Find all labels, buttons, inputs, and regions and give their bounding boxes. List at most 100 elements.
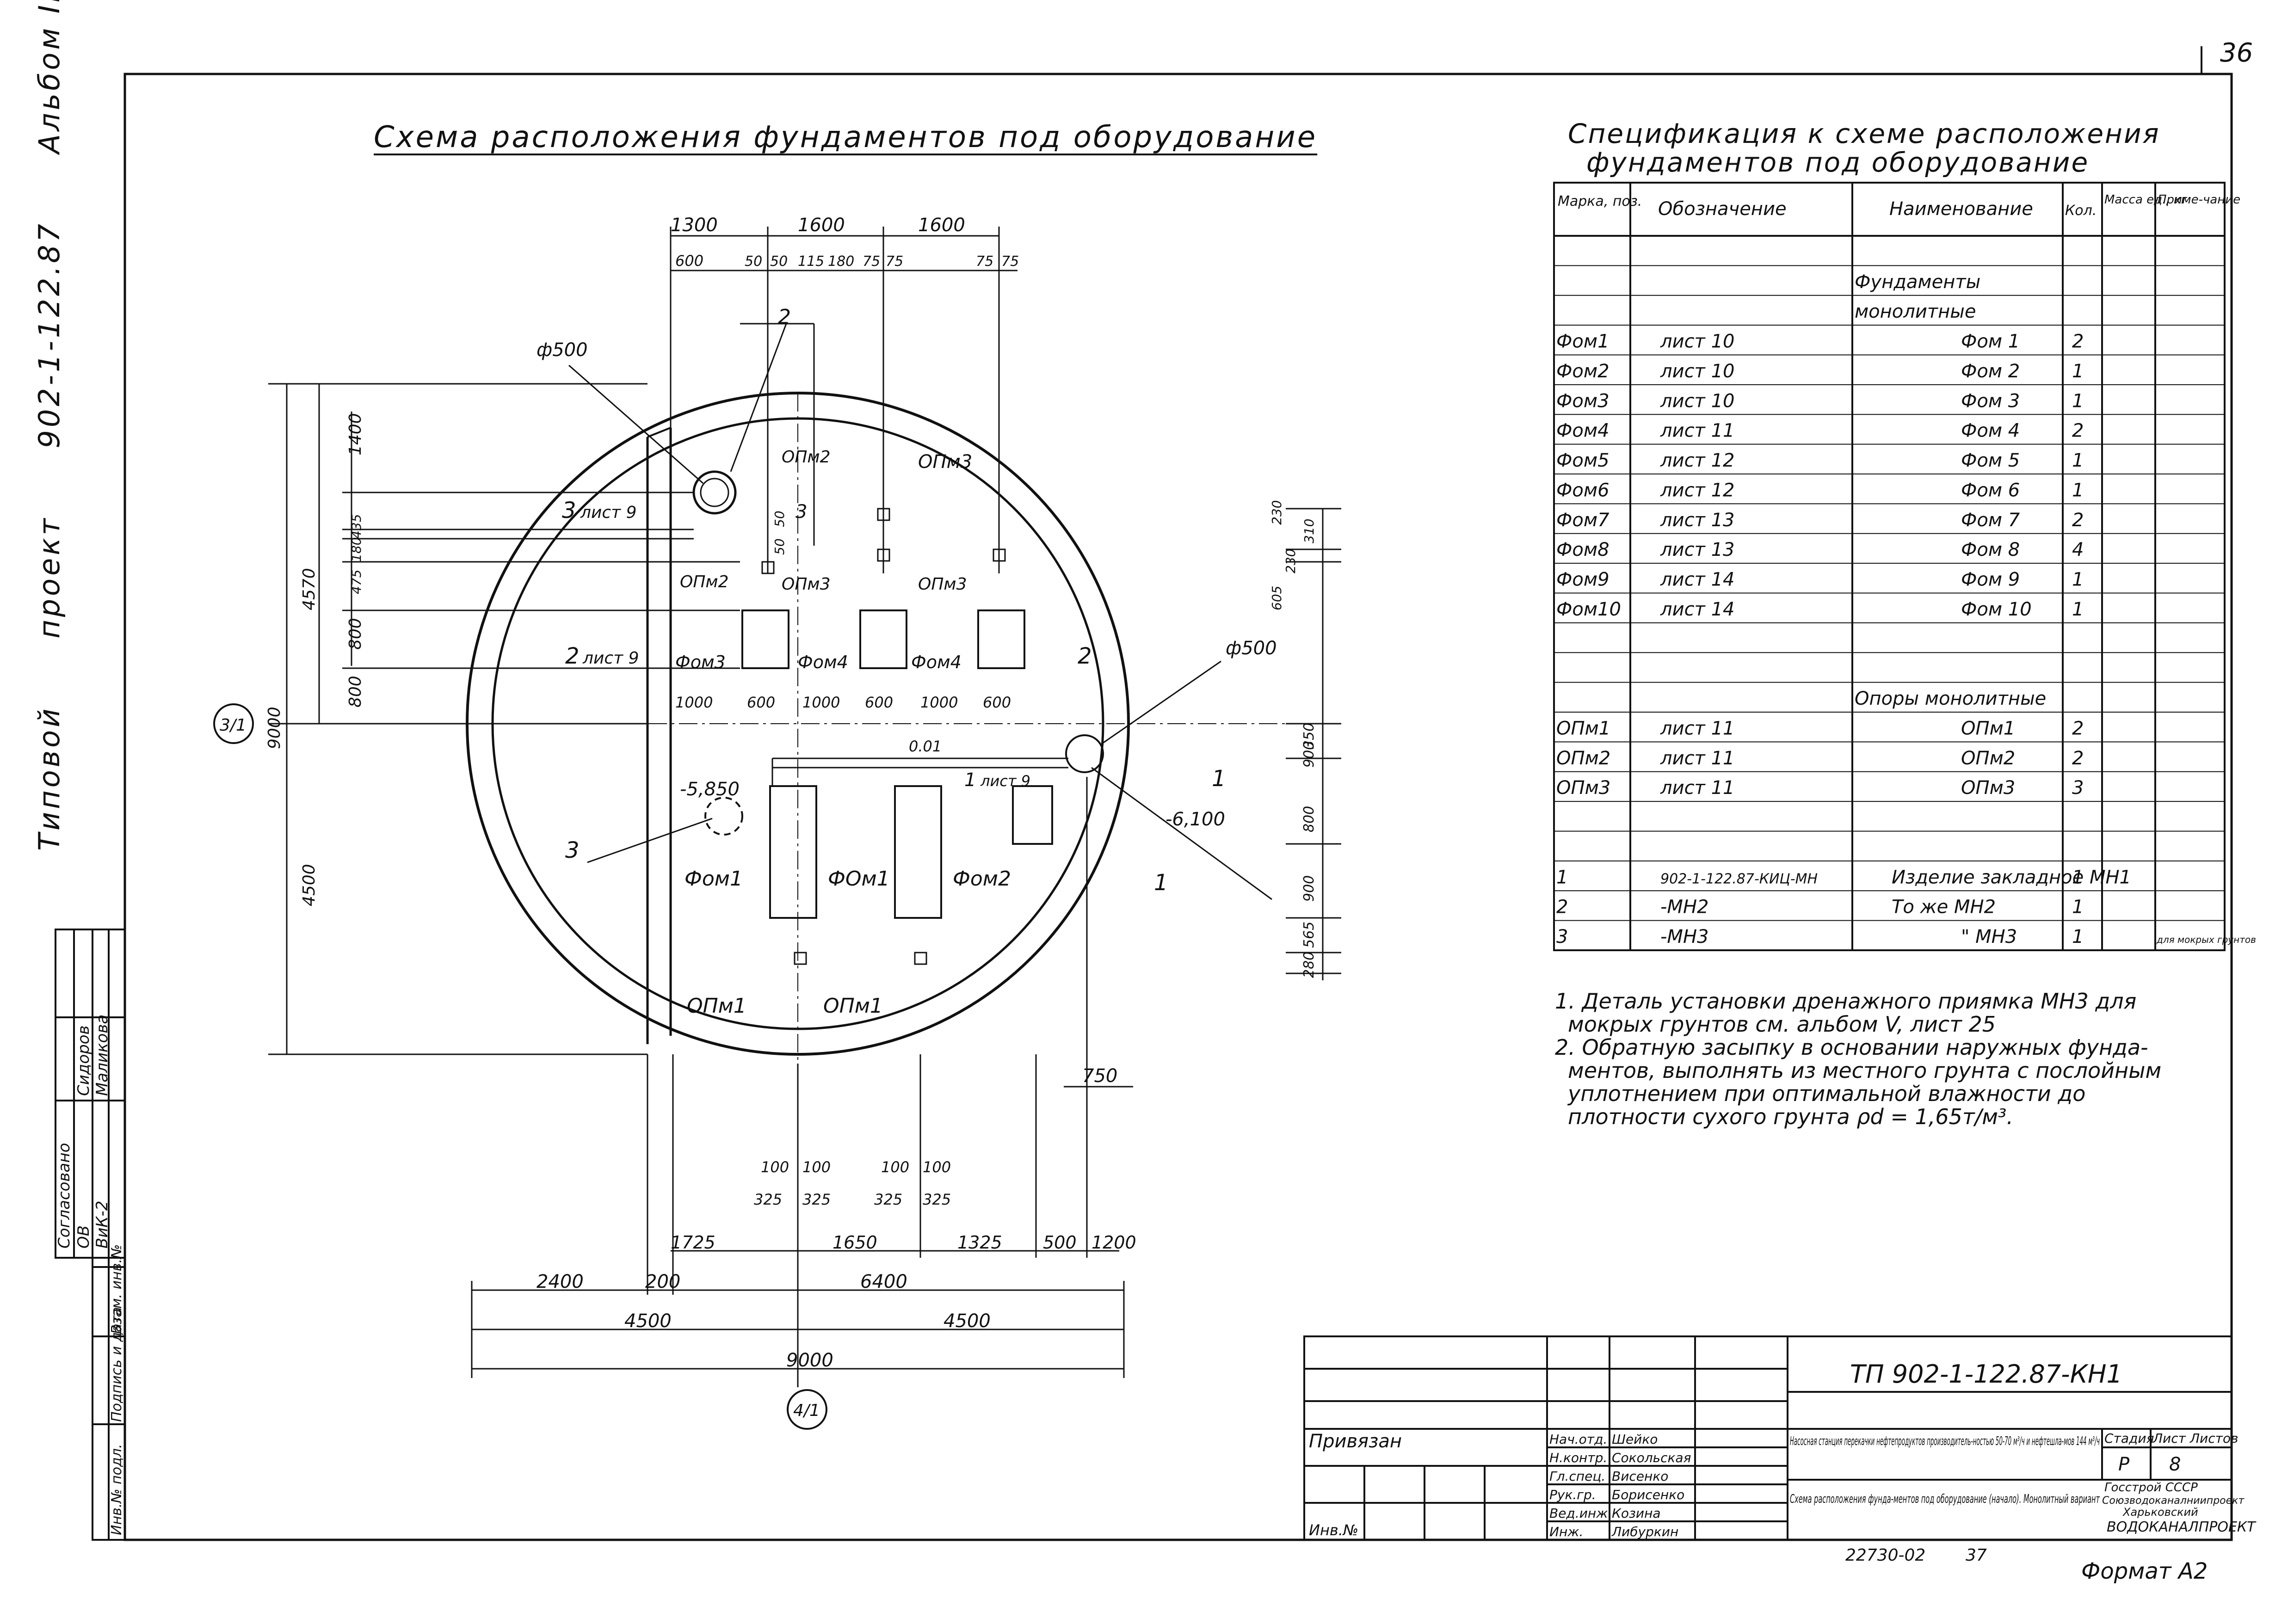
- spec-cell-r23-c2: " МН3: [1961, 926, 2017, 947]
- spec-cell-r3-c3: 2: [2072, 331, 2084, 352]
- dim-v-900b: 900: [1301, 875, 1317, 902]
- spec-cell-r9-c1: лист 13: [1660, 510, 1734, 531]
- dim-v-350: 350: [1301, 723, 1317, 749]
- dim-v-605: 605: [1269, 586, 1284, 610]
- tb-org3: Харьковский: [2122, 1506, 2198, 1519]
- dim-b-500: 500: [1043, 1232, 1077, 1253]
- drawing-title: Схема расположения фундаментов под обору…: [374, 120, 1318, 154]
- dim-v-1400: 1400: [346, 413, 365, 455]
- spec-cell-r17-c1: лист 11: [1660, 748, 1734, 769]
- spec-cell-r16-c1: лист 11: [1660, 718, 1734, 739]
- tb-code: ТП 902-1-122.87-КН1: [1850, 1359, 2122, 1389]
- dim-b-1650: 1650: [832, 1232, 877, 1253]
- approval-title: Согласовано: [55, 1143, 74, 1249]
- spec-cell-r8-c0: Фом6: [1556, 480, 1610, 501]
- title-block-grid: [1303, 1335, 2232, 1541]
- spec-header-mass: Масса ед., кг: [2104, 193, 2188, 207]
- spec-header-mark: Марка, поз.: [1558, 193, 1642, 209]
- approval-row1-dept: ОВ: [74, 1225, 93, 1249]
- level-6100: -6,100: [1166, 809, 1225, 830]
- callout-2: 2: [778, 305, 791, 329]
- spec-cell-r7-c1: лист 12: [1660, 450, 1734, 471]
- section-1: 1: [964, 769, 976, 791]
- dim-b-100c: 100: [881, 1158, 909, 1176]
- tb-person-1: Сокольская: [1612, 1450, 1691, 1465]
- spec-cell-r4-c3: 1: [2072, 361, 2084, 382]
- dim-1300: 1300: [671, 215, 718, 236]
- mark-opm3-right: ОПм3: [918, 575, 967, 594]
- spec-cell-r21-c0: 1: [1556, 867, 1568, 888]
- pipe-d500-right: ф500: [1226, 638, 1277, 659]
- spec-cell-r11-c1: лист 14: [1660, 569, 1734, 591]
- spec-title: Спецификация к схеме расположения фундам…: [1568, 119, 2160, 177]
- spec-cell-r7-c0: Фом5: [1556, 450, 1610, 471]
- tb-role-1: Н.контр.: [1549, 1450, 1607, 1465]
- spec-cell-r22-c0: 2: [1556, 897, 1568, 918]
- axis-bubble-bottom: [787, 1389, 827, 1430]
- dim-v-565: 565: [1301, 922, 1317, 948]
- spec-cell-r5-c3: 1: [2072, 390, 2084, 412]
- tb-role-5: Инж.: [1549, 1524, 1583, 1539]
- dim-1600b: 1600: [918, 215, 965, 236]
- mark-fom1b: ФОм1: [828, 867, 890, 891]
- dim-mid-600c: 600: [983, 694, 1011, 711]
- tb-role-2: Гл.спец.: [1549, 1469, 1605, 1484]
- tb-role-4: Вед.инж.: [1549, 1506, 1612, 1521]
- spec-cell-r1-c2: Фундаменты: [1855, 271, 1980, 293]
- dim-mid-600a: 600: [747, 694, 775, 711]
- dim-b-1200: 1200: [1092, 1232, 1136, 1253]
- spec-cell-r12-c3: 1: [2072, 599, 2084, 620]
- spec-header-name: Наименование: [1889, 198, 2033, 220]
- note-line-5: уплотнением при оптимальной влажности до: [1568, 1081, 2086, 1106]
- spec-cell-r18-c0: ОПм3: [1556, 777, 1610, 799]
- dim-b-325b: 325: [802, 1191, 831, 1208]
- side-title: Типовой проект 902-1-122.87 Альбом II: [32, 0, 66, 851]
- spec-cell-r6-c0: Фом4: [1556, 420, 1610, 442]
- dim-b-200: 200: [645, 1271, 680, 1292]
- spec-cell-r10-c3: 4: [2072, 539, 2084, 560]
- tb-project-name: Насосная станция перекачки нефтепродукто…: [1790, 1434, 2100, 1448]
- spec-cell-r8-c3: 1: [2072, 480, 2084, 501]
- spec-header-qty: Кол.: [2065, 203, 2097, 219]
- side-title-3: 902-1-122.87: [32, 221, 66, 449]
- tb-person-4: Козина: [1612, 1506, 1661, 1521]
- spec-cell-r16-c2: ОПм1: [1961, 718, 2015, 739]
- mark-fom3: Фом3: [675, 652, 726, 672]
- section-2-right: 2: [1078, 643, 1092, 669]
- dim-50b: 50: [770, 253, 788, 270]
- spec-cell-r7-c2: Фом 5: [1961, 450, 2020, 471]
- dim-v-9000: 9000: [265, 707, 284, 749]
- tb-bottom-num: 37: [1966, 1546, 1987, 1565]
- axis-bubble-left: [213, 703, 254, 744]
- spec-cell-r12-c0: Фом10: [1556, 599, 1621, 620]
- sheet-frame: [123, 73, 2233, 1541]
- note-line-6: плотности сухого грунта ρd = 1,65т/м³.: [1568, 1104, 2013, 1129]
- strip-replace: Взам. инв.№: [109, 1244, 125, 1334]
- mark-opm3-top: ОПм3: [918, 451, 972, 473]
- left-strip: [55, 929, 126, 1541]
- dim-b-100b: 100: [802, 1158, 831, 1176]
- spec-cell-r10-c2: Фом 8: [1961, 539, 2020, 560]
- tb-org1: Госстрой СССР: [2104, 1481, 2198, 1495]
- mark-opm2-top: ОПм2: [782, 448, 830, 467]
- dim-v-800b: 800: [346, 676, 365, 707]
- tb-person-3: Борисенко: [1612, 1487, 1684, 1502]
- spec-cell-r16-c3: 2: [2072, 718, 2084, 739]
- spec-cell-r6-c3: 2: [2072, 420, 2084, 442]
- tb-person-0: Шейко: [1612, 1432, 1658, 1447]
- spec-cell-r22-c1: -МН2: [1660, 897, 1708, 918]
- spec-cell-r11-c0: Фом9: [1556, 569, 1610, 591]
- side-title-4: Альбом II: [32, 0, 66, 154]
- spec-cell-r8-c1: лист 12: [1660, 480, 1734, 501]
- vertical-dims: 9000 4570 4500 1400 435 180 475 800 800 …: [265, 413, 1317, 978]
- spec-cell-r4-c2: Фом 2: [1961, 361, 2020, 382]
- tb-org2: Союзводоканалниипроект: [2102, 1495, 2245, 1507]
- dim-b-4500b: 4500: [944, 1310, 991, 1332]
- spec-cell-r5-c0: Фом3: [1556, 390, 1610, 412]
- note-line-2: мокрых грунтов см. альбом V, лист 25: [1568, 1012, 1996, 1037]
- tb-role-0: Нач.отд.: [1549, 1432, 1607, 1447]
- spec-cell-r17-c3: 2: [2072, 748, 2084, 769]
- side-title-2: проект: [32, 516, 66, 639]
